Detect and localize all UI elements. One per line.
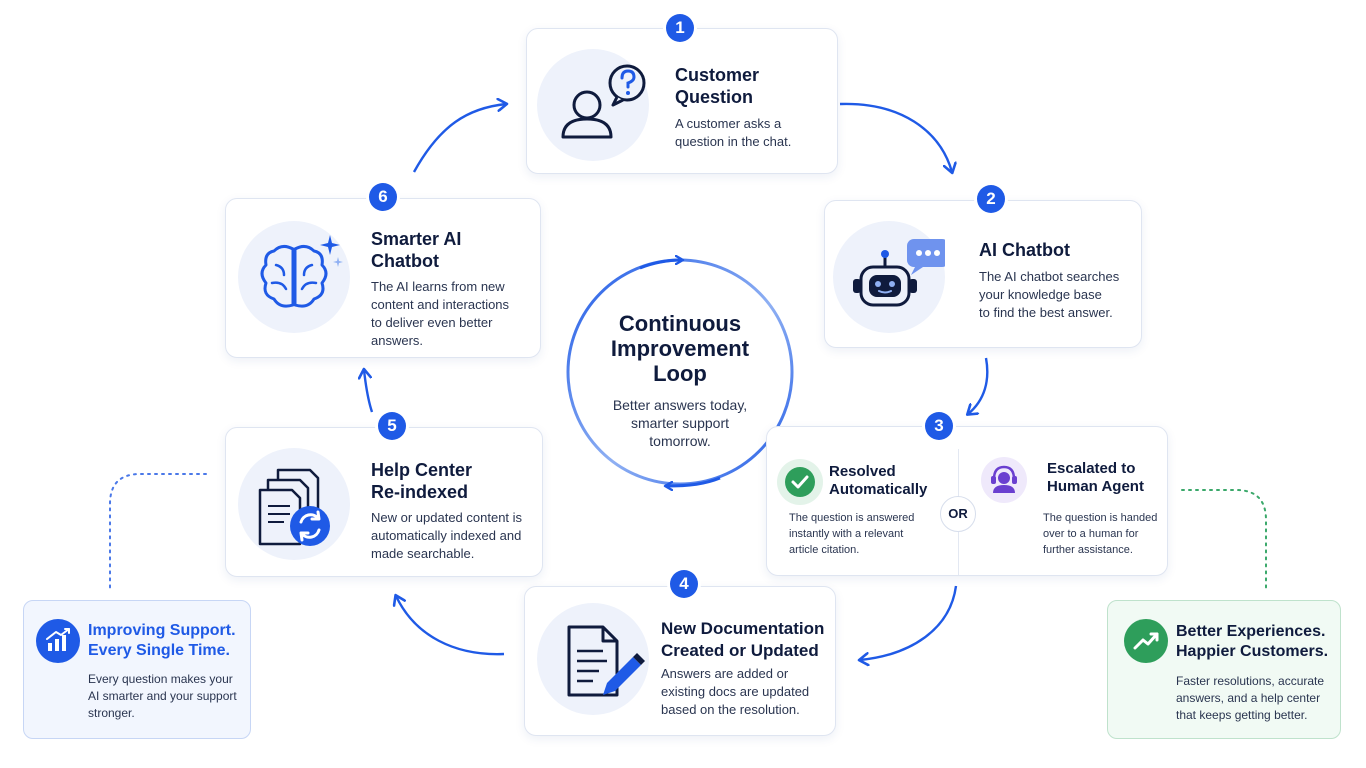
arrow-step2-to-step3 [968,357,989,414]
arrow-step5-to-step6 [364,370,374,413]
better-experiences-panel: Better Experiences.Happier Customers. Fa… [1107,600,1341,739]
brain-sparkle-icon [238,221,350,333]
trend-up-icon [1124,619,1168,663]
left-panel-connector [109,473,207,589]
step-1-badge: 1 [666,14,694,42]
step-3-badge: 3 [925,412,953,440]
robot-chat-icon [833,221,945,333]
step-2-badge: 2 [977,185,1005,213]
check-circle-icon [777,459,823,505]
arrow-step6-to-step1 [412,104,506,173]
documents-refresh-icon [238,448,350,560]
step-5-badge: 5 [378,412,406,440]
step-2-title: AI Chatbot [979,240,1070,260]
growth-chart-icon [36,619,80,663]
center-ring-arrow-bottom [666,476,721,486]
center-ring-arrow-top [639,260,682,270]
headset-agent-icon [981,457,1027,503]
step-6-badge: 6 [369,183,397,211]
improving-support-title: Improving Support.Every Single Time. [88,622,236,659]
right-panel-connector [1181,489,1267,589]
center-subtitle: Better answers today, smarter support to… [612,397,748,449]
better-experiences-title: Better Experiences.Happier Customers. [1176,623,1329,660]
improving-support-panel: Improving Support.Every Single Time. Eve… [23,600,251,739]
arrow-step3-to-step4 [860,585,958,660]
arrow-step4-to-step5 [396,596,505,656]
document-edit-icon [537,603,649,715]
center-title: Continuous Improvement Loop [610,311,750,386]
step-4-badge: 4 [670,570,698,598]
arrow-step1-to-step2 [839,102,952,172]
or-badge: OR [940,496,976,532]
person-question-icon [537,49,649,161]
